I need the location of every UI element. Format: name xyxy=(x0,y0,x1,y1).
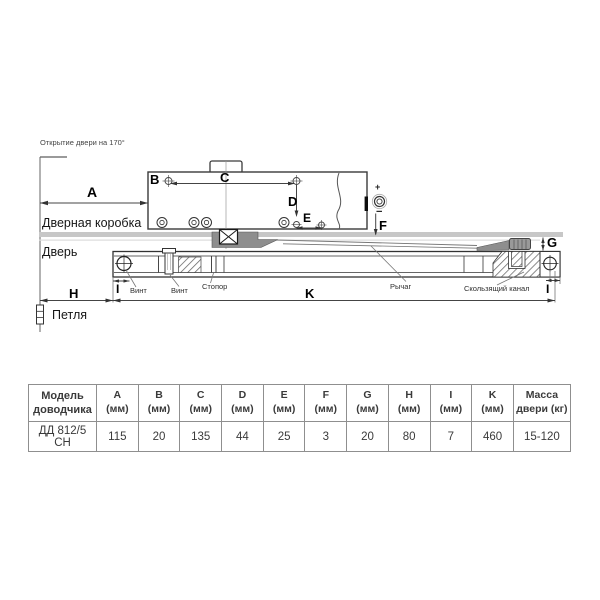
frame-door-gap xyxy=(39,232,563,241)
dim-label-c: C xyxy=(220,170,230,185)
col-header-h: H(мм) xyxy=(387,384,431,422)
cell-c: 135 xyxy=(179,421,223,452)
cell-f: 3 xyxy=(304,421,348,452)
cell-e: 25 xyxy=(262,421,306,452)
cell-k: 460 xyxy=(471,421,514,452)
cell-d: 44 xyxy=(221,421,264,452)
slide-channel xyxy=(112,248,561,278)
col-header-c: C(мм) xyxy=(179,384,223,422)
diagram-linework xyxy=(36,156,563,332)
col-header-i: I(мм) xyxy=(429,384,473,422)
screw-label-1: Винт xyxy=(130,286,147,295)
clamp-mark xyxy=(364,196,368,211)
screw-icon-left xyxy=(115,254,133,273)
door-label: Дверь xyxy=(42,245,78,259)
cell-mass: 15-120 xyxy=(512,421,571,452)
channel-mount xyxy=(492,251,541,278)
cell-g: 20 xyxy=(346,421,389,452)
col-header-k: K(мм) xyxy=(471,384,514,422)
col-header-e: E(мм) xyxy=(262,384,306,422)
door-open-bracket xyxy=(39,156,67,332)
stopper-block xyxy=(211,256,225,273)
arm-assembly xyxy=(211,228,531,251)
col-header-a: A(мм) xyxy=(96,384,139,422)
slider-block xyxy=(178,256,202,273)
door-frame-label: Дверная коробка xyxy=(42,216,142,230)
lower-dimensions xyxy=(40,245,561,303)
break-line xyxy=(336,172,342,230)
dim-label-i-left: I xyxy=(116,282,120,296)
dim-label-h: H xyxy=(69,286,79,301)
dim-label-i-right: I xyxy=(546,282,550,296)
dim-label-b: B xyxy=(150,172,160,187)
stopper-label: Стопор xyxy=(202,281,228,291)
cell-i: 7 xyxy=(429,421,473,452)
lever-arm-line xyxy=(276,239,478,246)
table-data-row: ДД 812/5 СН 115 20 135 44 25 3 20 80 7 4… xyxy=(28,421,571,452)
dim-label-k: K xyxy=(305,286,315,301)
cell-h: 80 xyxy=(387,421,431,452)
valve-plus-sign: + xyxy=(375,182,381,192)
col-header-d: D(мм) xyxy=(221,384,264,422)
col-header-f: F(мм) xyxy=(304,384,348,422)
closer-body xyxy=(147,160,388,249)
screw-label-2: Винт xyxy=(171,286,188,295)
valve-minus-sign: − xyxy=(376,206,383,218)
slide-channel-label: Скользящий канал xyxy=(464,283,530,293)
dim-label-e: E xyxy=(303,211,312,225)
arm-bolt xyxy=(509,238,531,250)
hinge-label: Петля xyxy=(52,308,88,322)
cell-b: 20 xyxy=(137,421,181,452)
dim-label-f: F xyxy=(379,218,387,233)
door-closer-diagram: Открытие двери на 170° Дверная коробка Д… xyxy=(36,138,563,332)
opening-angle-note: Открытие двери на 170° xyxy=(40,138,125,147)
lever-label: Рычаг xyxy=(390,281,412,291)
cell-a: 115 xyxy=(96,421,139,452)
mounting-holes xyxy=(156,217,290,228)
adjustment-valve-icon xyxy=(371,193,388,210)
hinge-icon xyxy=(36,304,44,325)
col-header-b: B(мм) xyxy=(137,384,181,422)
dim-label-d: D xyxy=(288,194,298,209)
dim-label-g: G xyxy=(547,235,558,250)
col-header-g: G(мм) xyxy=(346,384,389,422)
cell-model: ДД 812/5 СН xyxy=(28,421,97,452)
upper-dimension-arrows xyxy=(40,181,545,251)
label-leaders xyxy=(125,245,525,288)
dim-label-a: A xyxy=(87,184,98,200)
